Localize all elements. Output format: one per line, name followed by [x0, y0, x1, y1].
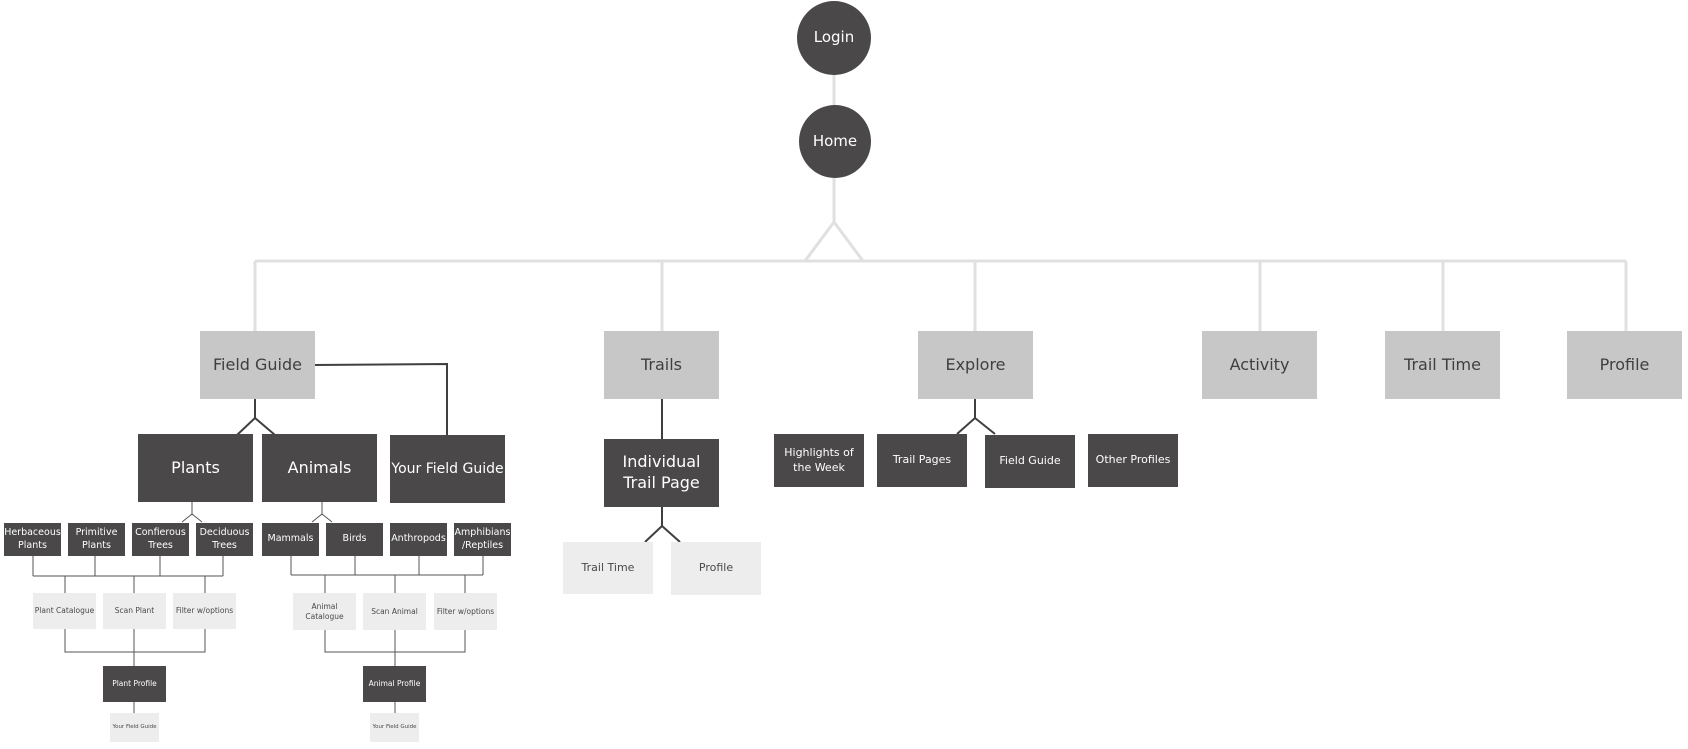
scan-animal-node: Scan Animal — [363, 593, 426, 630]
animal-catalogue-node: Animal Catalogue — [293, 593, 356, 630]
activity-node: Activity — [1202, 331, 1317, 399]
trails-node: Trails — [604, 331, 719, 399]
explore-field-guide-node: Field Guide — [985, 435, 1075, 488]
plant-your-field-guide-node: Your Field Guide — [110, 713, 159, 742]
field-guide-node: Field Guide — [200, 331, 315, 399]
plant-profile-node: Plant Profile — [103, 666, 166, 702]
amphibians-reptiles-node: Amphibians /Reptiles — [454, 523, 511, 556]
animal-your-field-guide-node: Your Field Guide — [370, 713, 419, 742]
animal-profile-node: Animal Profile — [363, 666, 426, 702]
animals-node: Animals — [262, 434, 377, 502]
trail-pages-node: Trail Pages — [877, 434, 967, 487]
trail-time-node: Trail Time — [1385, 331, 1500, 399]
profile-node: Profile — [1567, 331, 1682, 399]
home-node: Home — [799, 105, 871, 178]
individual-trail-page-node: Individual Trail Page — [604, 439, 719, 507]
coniferous-trees-node: Confierous Trees — [132, 523, 189, 556]
anthropods-node: Anthropods — [390, 523, 447, 556]
explore-node: Explore — [918, 331, 1033, 399]
animal-filter-options-node: Filter w/options — [434, 593, 497, 630]
mammals-node: Mammals — [262, 523, 319, 556]
trail-time-subpage-node: Trail Time — [563, 542, 653, 594]
plants-node: Plants — [138, 434, 253, 502]
highlights-of-the-week-node: Highlights of the Week — [774, 434, 864, 487]
scan-plant-node: Scan Plant — [103, 593, 166, 629]
plant-catalogue-node: Plant Catalogue — [33, 593, 96, 629]
birds-node: Birds — [326, 523, 383, 556]
other-profiles-node: Other Profiles — [1088, 434, 1178, 487]
deciduous-trees-node: Deciduous Trees — [196, 523, 253, 556]
primitive-plants-node: Primitive Plants — [68, 523, 125, 556]
profile-subpage-node: Profile — [671, 542, 761, 595]
your-field-guide-node: Your Field Guide — [390, 435, 505, 503]
herbaceous-plants-node: Herbaceous Plants — [4, 523, 61, 556]
plant-filter-options-node: Filter w/options — [173, 593, 236, 629]
login-node: Login — [797, 1, 871, 75]
